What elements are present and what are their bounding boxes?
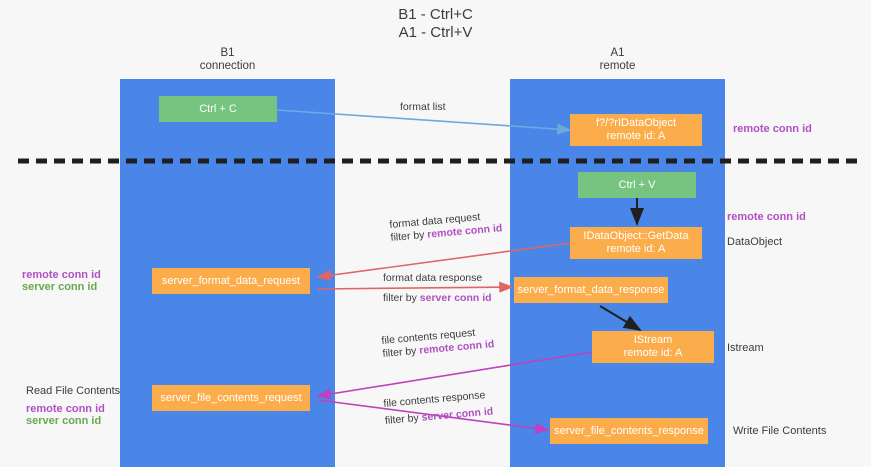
box-server-file-contents-response[interactable]: server_file_contents_response (550, 418, 708, 444)
box-server-format-data-request[interactable]: server_format_data_request (152, 268, 310, 294)
edge-label-format-list-text: format list (400, 101, 446, 113)
annotation-left-remote-conn-id-mid: remote conn id (22, 269, 101, 281)
box-getdata-line2: remote id: A (606, 243, 666, 255)
annotation-left-remote-conn-id-bottom: remote conn id (26, 403, 105, 415)
column-header-b1: B1 connection (120, 47, 335, 73)
box-server-file-contents-request-label: server_file_contents_request (160, 391, 302, 404)
edge-label-file-contents-response: file contents response filter by server … (383, 389, 494, 428)
box-ctrl-c-label: Ctrl + C (199, 102, 237, 115)
edge-prefix: filter by (390, 228, 428, 244)
annotation-left-server-conn-id-bottom: server conn id (26, 415, 102, 427)
annotation-right-remote-conn-id-top: remote conn id (733, 123, 812, 135)
box-server-file-contents-response-label: server_file_contents_response (554, 424, 704, 437)
column-a1-name: A1 (610, 47, 625, 59)
edge-label-format-data-response: format data response filter by server co… (383, 272, 492, 305)
edge-prefix: filter by (384, 411, 423, 427)
annotation-right-write-file-contents: Write File Contents (733, 425, 827, 437)
edge-key-server-conn-id: server conn id (419, 292, 492, 304)
title-line-1: B1 - Ctrl+C (398, 6, 473, 23)
box-idataobject-line2: remote id: A (606, 130, 666, 142)
box-server-format-data-request-label: server_format_data_request (161, 274, 301, 287)
box-istream[interactable]: IStream remote id: A (592, 331, 714, 363)
edge-label-format-data-response-line1: format data response (383, 272, 483, 284)
box-istream-line1: IStream (633, 334, 673, 346)
edge-label-file-contents-request: file contents request filter by remote c… (381, 325, 495, 361)
title-line-2: A1 - Ctrl+V (398, 24, 473, 41)
box-idataobject-line1: f?/?rIDataObject (595, 117, 677, 129)
box-idataobject[interactable]: f?/?rIDataObject remote id: A (570, 114, 702, 146)
box-server-file-contents-request[interactable]: server_file_contents_request (152, 385, 310, 411)
annotation-left-server-conn-id-mid: server conn id (22, 281, 98, 293)
edge-key-server-conn-id: server conn id (421, 405, 494, 424)
edge-prefix: filter by (382, 344, 420, 360)
column-a1-role: remote (599, 60, 636, 72)
annotation-right-dataobject: DataObject (727, 236, 783, 248)
column-b1-role: connection (199, 60, 256, 72)
edge-prefix: filter by (383, 292, 420, 304)
box-ctrl-c[interactable]: Ctrl + C (159, 96, 277, 122)
box-server-format-data-response[interactable]: server_format_data_response (514, 277, 668, 303)
column-b1-name: B1 (220, 47, 235, 59)
edge-label-format-list: format list (400, 101, 446, 114)
annotation-left-read-file-contents: Read File Contents (26, 385, 121, 397)
box-getdata[interactable]: IDataObject::GetData remote id: A (570, 227, 702, 259)
diagram-title: B1 - Ctrl+C A1 - Ctrl+V (0, 6, 871, 42)
edge-label-format-data-response-line2: filter by server conn id (383, 292, 492, 305)
edge-label-format-data-request: format data request filter by remote con… (389, 209, 503, 245)
column-header-a1: A1 remote (510, 47, 725, 73)
box-ctrl-v[interactable]: Ctrl + V (578, 172, 696, 198)
box-getdata-line1: IDataObject::GetData (583, 230, 689, 242)
box-ctrl-v-label: Ctrl + V (618, 178, 656, 191)
box-istream-line2: remote id: A (623, 347, 683, 359)
annotation-right-istream: Istream (727, 342, 764, 354)
annotation-right-remote-conn-id-mid: remote conn id (727, 211, 806, 223)
box-server-format-data-response-label: server_format_data_response (517, 283, 665, 296)
